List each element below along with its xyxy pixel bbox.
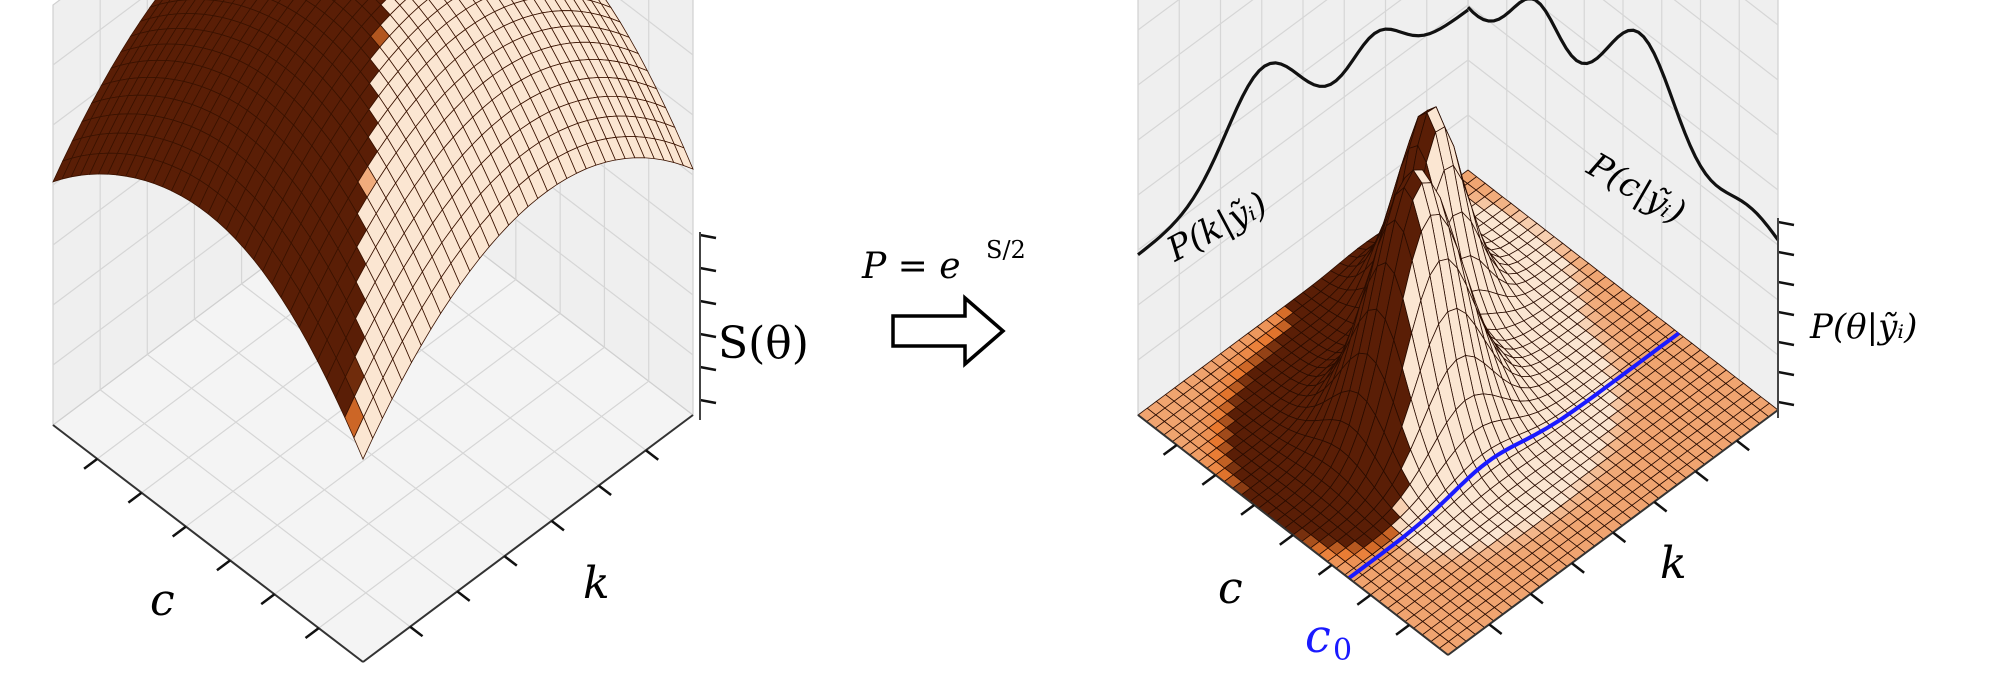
tick-k: [1735, 439, 1750, 452]
tick-c: [1317, 563, 1333, 576]
tick-k: [1694, 470, 1709, 482]
marginal-k-curve: [1466, 0, 1780, 241]
surface-facet: [394, 0, 407, 6]
tick-z: [1777, 310, 1795, 317]
tick-z: [1777, 220, 1795, 227]
tick-k: [1653, 500, 1668, 513]
tick-k: [1529, 592, 1544, 605]
surface-facet: [375, 0, 387, 6]
transform-equation: P = e: [861, 246, 961, 287]
axis-line-k: [362, 414, 694, 663]
tick-k: [1570, 562, 1585, 574]
tick-c: [171, 525, 187, 538]
right-marginal-curves: [1137, 0, 1780, 256]
grid-line: [146, 353, 458, 592]
grid-line: [274, 346, 605, 595]
tick-c: [304, 627, 320, 640]
tick-z: [1777, 400, 1795, 407]
tick-k: [550, 519, 565, 532]
right-c0-label: c 0: [1305, 609, 1352, 668]
tick-k: [597, 484, 612, 497]
marginal-c-curve: [1137, 8, 1469, 256]
grid-line: [1137, 0, 1402, 196]
tick-k: [645, 449, 660, 461]
left-axis-c-label: c: [150, 575, 175, 626]
tick-z: [1777, 280, 1795, 287]
tick-z: [699, 233, 717, 240]
grid-line: [1137, 0, 1328, 141]
left-axis-z-label: S(θ): [718, 318, 809, 369]
left-surface-plot: c k S(θ): [52, 0, 809, 663]
tick-k: [456, 590, 471, 602]
surface-facet: [353, 416, 374, 461]
c0-slice-curve: [1347, 331, 1680, 580]
right-axis-ticks: [1137, 218, 1795, 656]
grid-line: [1531, 0, 1779, 191]
grid-line: [1673, 0, 1779, 81]
right-surface-mesh: [1137, 106, 1779, 656]
transform-arrow-icon: [891, 294, 1006, 368]
tick-c: [1279, 533, 1294, 546]
tick-k: [503, 555, 518, 567]
tick-c: [1395, 623, 1410, 636]
right-surface-plot: c k c 0 P(θ|ỹᵢ) P(k|ỹᵢ) P(c|ỹᵢ): [1137, 0, 1917, 668]
tick-z: [1777, 340, 1795, 347]
tick-c: [260, 593, 276, 606]
grid-line: [318, 380, 650, 629]
tick-z: [699, 365, 717, 372]
tick-k: [1612, 531, 1627, 544]
left-axis-k-label: k: [583, 558, 610, 609]
tick-c: [216, 559, 231, 572]
grid-line: [194, 318, 505, 557]
tick-z: [699, 299, 717, 306]
grid-line: [52, 0, 141, 66]
tick-z: [699, 398, 717, 405]
transform-exponent: S/2: [986, 236, 1026, 264]
tick-z: [699, 266, 717, 273]
tick-c: [83, 457, 99, 470]
grid-line: [620, 0, 694, 56]
tick-z: [1777, 370, 1795, 377]
c0-label: c: [1305, 609, 1331, 663]
right-c0-slice-line: [1347, 331, 1680, 580]
left-axis-ticks: [52, 232, 717, 663]
grid-line: [241, 283, 552, 522]
axis-line-c: [52, 424, 364, 663]
tick-k: [409, 625, 424, 638]
grid-line: [1137, 0, 1254, 86]
tick-c: [1356, 593, 1372, 606]
tick-k: [1488, 623, 1503, 635]
tick-c: [127, 491, 143, 504]
right-axis-z-label: P(θ|ỹᵢ): [1809, 307, 1917, 347]
tick-c: [1240, 503, 1255, 516]
c0-subscript: 0: [1333, 633, 1352, 668]
left-surface-mesh: [52, 0, 694, 461]
grid-line: [229, 312, 561, 561]
transform: P = e S/2: [861, 236, 1026, 368]
tick-z: [1777, 250, 1795, 257]
right-axis-c-label: c: [1218, 563, 1243, 614]
right-axis-k-label: k: [1660, 538, 1687, 589]
tick-c: [1162, 443, 1178, 456]
tick-c: [1201, 473, 1217, 486]
grid-line: [1602, 0, 1779, 136]
tick-z: [699, 332, 717, 339]
grid-line: [99, 389, 411, 628]
